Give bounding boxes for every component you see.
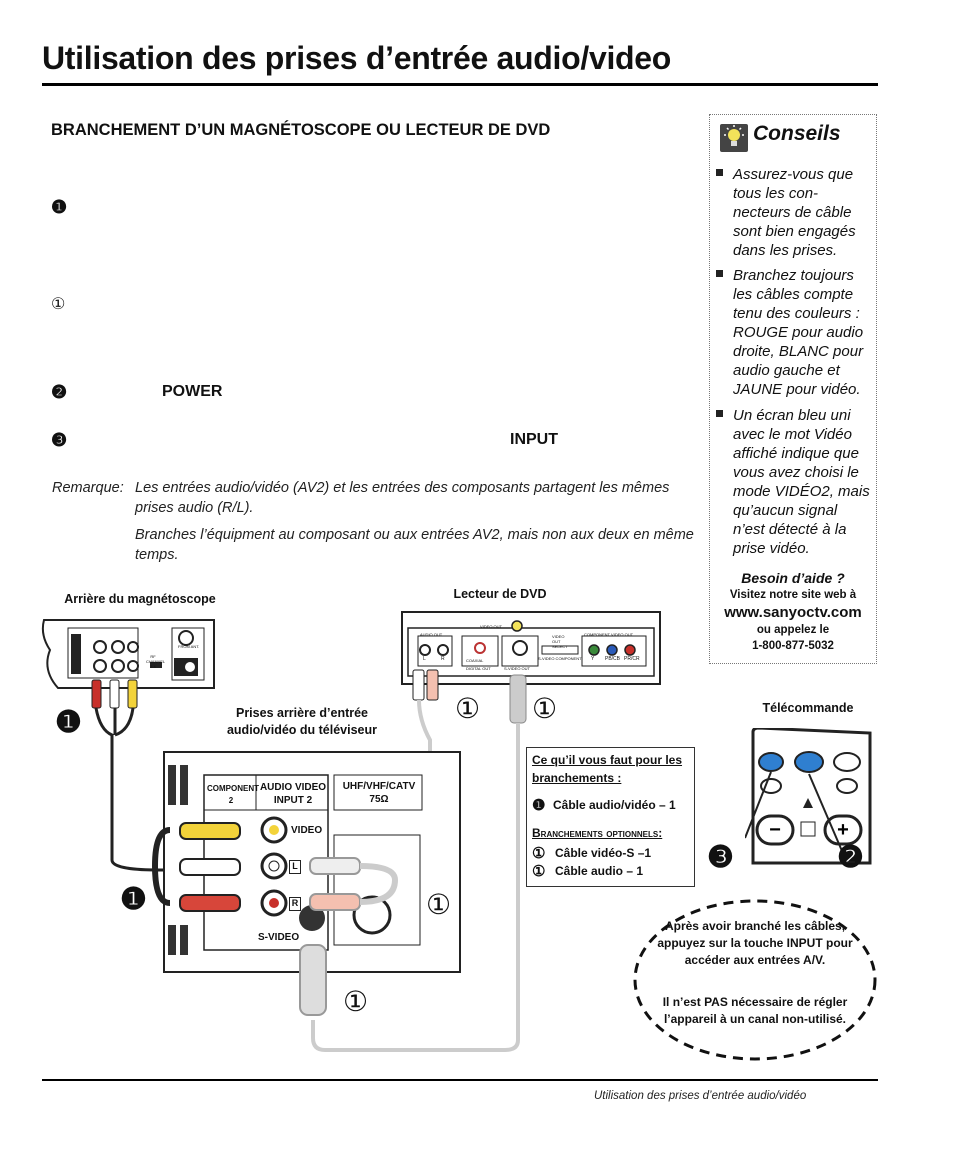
help-line-2: ou appelez le (756, 624, 830, 636)
bullet-icon (716, 410, 723, 417)
dvd-back-illustration (401, 611, 661, 685)
page-title: Utilisation des prises d’entrée audio/vi… (42, 40, 672, 76)
bullet-icon (716, 169, 723, 176)
section-heading: BRANCHEMENT D’UN MAGNÉTOSCOPE OU LECTEUR… (51, 121, 551, 139)
note-line-2: Il n’est PAS nécessaire de régler l’appa… (662, 995, 848, 1026)
remote-label: Télécommande (762, 701, 854, 715)
optional-item: Câble audio – 1 (555, 864, 644, 878)
dvd-video-out-select: VIDEO OUT SELECT (552, 634, 568, 649)
tips-box: Conseils Assurez-vous que tous les con-n… (709, 114, 877, 664)
tips-title: Conseils (753, 122, 841, 145)
tv-component-label: COMPONENT 2 (207, 784, 259, 805)
dvd-l: L (423, 656, 426, 662)
vcr-rf-channel: RF CHANNEL 3 4 (146, 654, 166, 669)
tv-svideo-label: S-VIDEO (258, 932, 300, 943)
dvd-coaxial: COAXIAL (466, 658, 484, 663)
dvd-video-out: VIDEO OUT (480, 624, 503, 629)
requirement-item: Câble audio/vidéo – 1 (553, 798, 676, 812)
vcr-label: Arrière du magnétoscope (64, 592, 216, 606)
callout-opt-audio: ① (455, 693, 481, 724)
help-url[interactable]: www.sanyoctv.com (724, 604, 862, 621)
help-line-1: Visitez notre site web à (729, 589, 857, 601)
dvd-svideo-out: S-VIDEO OUT (504, 666, 531, 671)
bullet-icon (716, 270, 723, 277)
requirements-title: Ce qu’il vous faut pour les branchements… (532, 753, 683, 785)
callout-2-power: ❷ (837, 841, 864, 874)
dvd-audio-out: AUDIO OUT (420, 632, 443, 637)
step-2-marker: ❷ (51, 382, 68, 402)
dvd-pb: PB/CB (605, 656, 621, 662)
vcr-back-illustration (41, 619, 215, 689)
dvd-digital-out: DIGITAL OUT (466, 666, 491, 671)
note-oval (633, 899, 877, 1061)
optional-marker: ① (532, 863, 546, 880)
lightbulb-icon (720, 124, 748, 152)
input-keyword: INPUT (510, 431, 558, 448)
optional-marker: ① (532, 845, 546, 862)
callout-opt-svideo: ① (532, 693, 558, 724)
step-3-marker: ❸ (51, 430, 68, 450)
help-title: Besoin d’aide ? (741, 570, 845, 586)
dvd-component-out: COMPONENT VIDEO OUT (584, 632, 634, 637)
callout-opt-svideo-tv: ① (343, 986, 369, 1017)
note-line-1: Après avoir branché les câbles, appuyez … (657, 919, 853, 967)
tv-l-label: L (289, 860, 301, 874)
dvd-label: Lecteur de DVD (453, 587, 547, 601)
help-phone: 1-800-877-5032 (752, 640, 834, 652)
requirements-box: Ce qu’il vous faut pour les branchements… (526, 747, 695, 887)
step-1-option-marker: ① (51, 296, 66, 313)
step-1-marker: ❶ (51, 197, 68, 217)
svg-text:+: + (837, 819, 849, 841)
dvd-svideo-component: S-VIDEO COMPONENT (538, 656, 582, 661)
remark-text-2: Branches l’équipment au composant ou aux… (135, 527, 694, 563)
optional-item: Câble vidéo-S –1 (555, 846, 652, 860)
dvd-pr: PR/CR (624, 656, 640, 662)
vcr-from-ant: FROM ANT. (178, 644, 200, 649)
tv-video-label: VIDEO (291, 825, 323, 836)
callout-1-tv: ❶ (120, 883, 147, 916)
callout-opt-audio-tv: ① (426, 889, 452, 920)
tip-item: Branchez toujours les câbles compte tenu… (716, 266, 872, 399)
svg-text:−: − (769, 819, 781, 841)
tv-audio-video-label: AUDIO VIDEO INPUT 2 (259, 782, 327, 806)
optional-title: Branchements optionnels: (532, 826, 663, 840)
footer-rule (42, 1079, 878, 1081)
tip-item: Assurez-vous que tous les con-necteurs d… (716, 165, 872, 260)
requirement-marker: ❶ (532, 797, 546, 814)
callout-1-vcr: ❶ (55, 706, 82, 739)
tv-label: Prises arrière d’entrée audio/vidéo du t… (226, 706, 378, 737)
remote-illustration: − + (745, 728, 872, 865)
tip-item: Un écran bleu uni avec le mot Vidéo affi… (716, 406, 872, 558)
callout-3-input: ❸ (707, 841, 734, 874)
power-keyword: POWER (162, 383, 223, 400)
tv-uhf-label: UHF/VHF/CATV 75Ω (342, 781, 416, 805)
dvd-y: Y (591, 656, 595, 662)
tv-r-label: R (289, 897, 301, 911)
remark-text-1: Les entrées audio/vidéo (AV2) et les ent… (135, 480, 670, 516)
remark-label: Remarque: (52, 480, 124, 496)
dvd-r: R (441, 656, 445, 662)
title-rule (42, 83, 878, 86)
footer-text: Utilisation des prises d’entrée audio/vi… (594, 1090, 807, 1102)
